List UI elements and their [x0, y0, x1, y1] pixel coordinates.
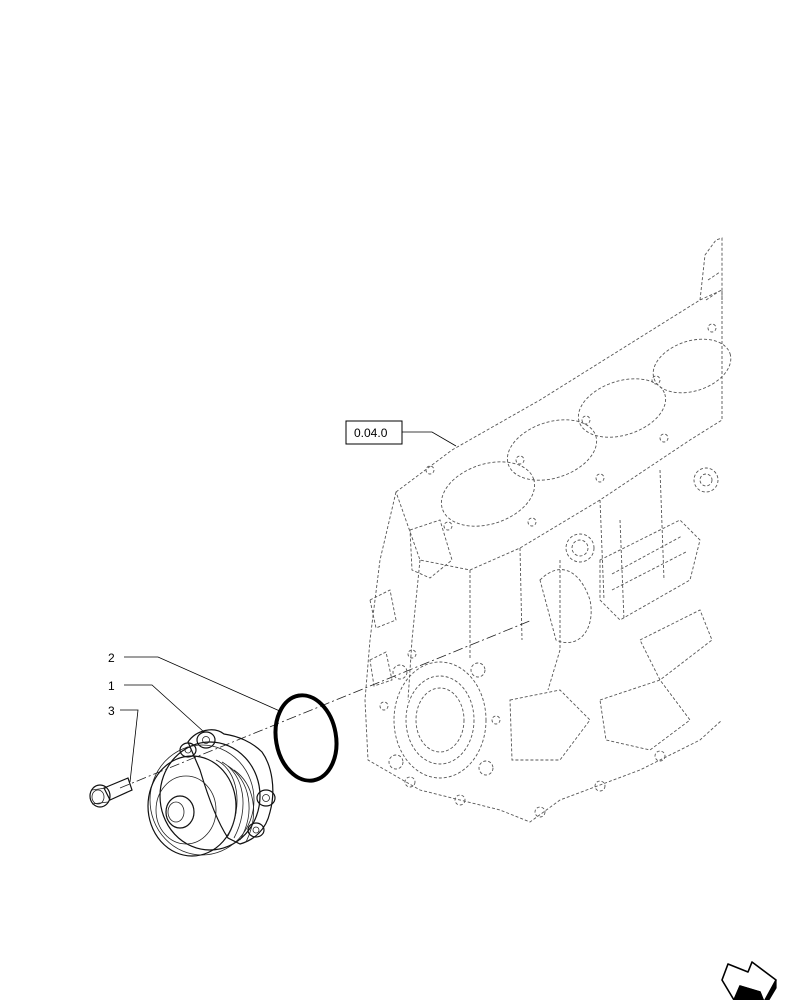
next-page-arrow-icon[interactable] — [721, 961, 777, 1000]
assembly-axis-line — [119, 619, 533, 789]
water-pump — [147, 729, 276, 857]
callout-1: 1 — [108, 679, 115, 693]
leader-lines — [120, 431, 457, 783]
reference-box[interactable]: 0.04.0 — [345, 420, 403, 445]
callout-3: 3 — [108, 704, 115, 718]
reference-box-label: 0.04.0 — [354, 426, 388, 440]
callout-2: 2 — [108, 651, 115, 665]
o-ring-seal — [273, 693, 339, 783]
bolt — [89, 777, 133, 808]
engine-block — [364, 237, 732, 823]
